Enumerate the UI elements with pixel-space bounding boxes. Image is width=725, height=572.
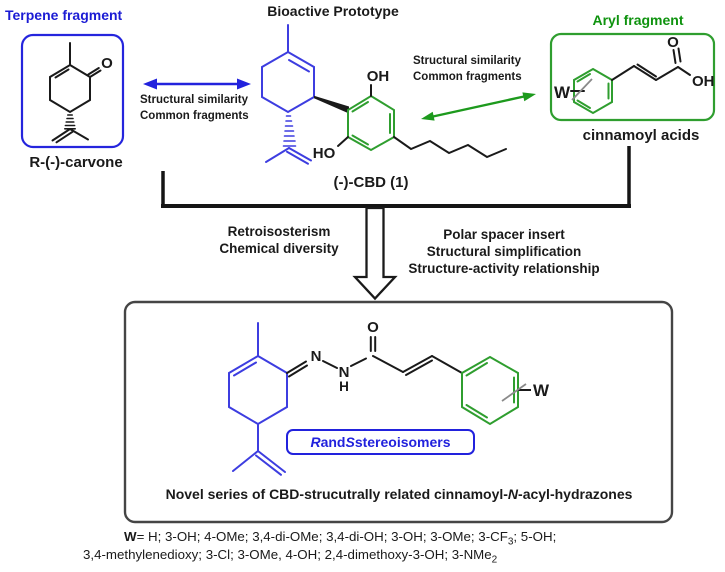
transform-left-line2: Chemical diversity: [219, 241, 339, 256]
transform-right-line1: Polar spacer insert: [443, 227, 565, 242]
carvone-caption: R-(-)-carvone: [29, 154, 123, 171]
hydrazone-w-label: W: [533, 381, 550, 400]
substituent-list-line1: W= H; 3-OH; 4-OMe; 3,4-di-OMe; 3,4-di-OH…: [124, 529, 556, 548]
transform-right-line3: Structure-activity relationship: [408, 261, 600, 276]
substituent-line1-b: ; 5-OH;: [513, 529, 557, 544]
caption-pre: Novel series of CBD-strucutrally related…: [165, 486, 508, 502]
caption-italic-n: N: [507, 486, 519, 502]
cinnamic-chain: [570, 47, 691, 92]
product-box: [123, 300, 674, 524]
convergence-bracket: [161, 146, 631, 208]
similarity-right-line1: Structural similarity: [413, 55, 522, 67]
down-block-arrow-icon: [352, 206, 398, 301]
hydrazone-n1-label: N: [311, 348, 322, 365]
transform-right-annotation: Polar spacer insert Structural simplific…: [408, 226, 599, 277]
cbd-caption: (-)-CBD (1): [333, 174, 409, 191]
substituent-line1-sub: 3: [507, 536, 514, 548]
stereoisomers-badge: R and S stereoisomers: [286, 429, 475, 455]
terpene-fragment-box: [20, 33, 125, 149]
terpene-fragment-label: Terpene fragment: [5, 7, 123, 23]
hydrazone-n2-label: N: [339, 364, 350, 381]
blue-double-arrow: [143, 78, 251, 90]
similarity-left-line1: Structural similarity: [140, 94, 249, 106]
similarity-right-line2: Common fragments: [413, 70, 522, 83]
similarity-left-line2: Common fragments: [140, 109, 249, 122]
product-box-caption: Novel series of CBD-strucutrally related…: [166, 486, 633, 502]
hydrazone-o-label: O: [367, 319, 379, 336]
aryl-fragment-box: [549, 32, 716, 122]
aryl-fragment-label: Aryl fragment: [592, 12, 684, 28]
cbd-hashed-wedge: [282, 115, 297, 147]
carvone-ketone-o-label: O: [101, 55, 113, 72]
cinnamic-oh-label: OH: [692, 73, 715, 90]
cinnamic-w-label: W: [554, 83, 571, 102]
stereo-rest: stereoisomers: [354, 434, 451, 450]
transform-left-line1: Retroisosterism: [227, 224, 331, 239]
cbd-aromatic-ring: [347, 94, 395, 152]
similarity-right-annotation: Structural similarity Common fragments: [413, 54, 522, 85]
hydrazone-aryl-ring: [461, 355, 519, 426]
stereo-s: S: [345, 434, 355, 450]
transform-right-line2: Structural simplification: [426, 244, 582, 259]
cbd-stereo-wedge-bond: [314, 95, 349, 114]
hydrazone-linker: [286, 336, 463, 378]
green-double-arrow: [421, 92, 536, 121]
stereo-r: R: [310, 434, 321, 450]
caption-post: -acyl-hydrazones: [518, 486, 633, 502]
cinnamic-variable-attachment-bond: [571, 78, 593, 101]
cbd-oh-top-label: OH: [367, 68, 390, 85]
hydrazone-variable-attachment-bond: [501, 383, 527, 402]
carvone-hashed-wedge: [64, 114, 76, 130]
bioactive-prototype-label: Bioactive Prototype: [267, 3, 399, 19]
cinnamic-o-label: O: [667, 34, 679, 51]
similarity-left-annotation: Structural similarity Common fragments: [140, 93, 249, 124]
cinnamoyl-caption: cinnamoyl acids: [582, 127, 700, 144]
cbd-terpene-ring: [261, 24, 315, 165]
w-symbol: W: [124, 529, 137, 544]
carvone-structure: [49, 42, 102, 144]
substituent-line1-a: = H; 3-OH; 4-OMe; 3,4-di-OMe; 3,4-di-OH;…: [136, 529, 508, 544]
substituent-line2-a: 3,4-methylenedioxy; 3-Cl; 3-OMe, 4-OH; 2…: [83, 547, 492, 562]
cbd-ho-bottom-label: HO: [313, 145, 336, 162]
cbd-substituent-bonds: [337, 84, 507, 159]
transform-left-annotation: Retroisosterism Chemical diversity: [219, 223, 338, 257]
substituent-line2-sub: 2: [491, 554, 498, 566]
hydrazone-h-label: H: [339, 379, 349, 394]
substituent-list-line2: 3,4-methylenedioxy; 3-Cl; 3-OMe, 4-OH; 2…: [83, 547, 497, 566]
stereo-and: and: [320, 434, 346, 450]
